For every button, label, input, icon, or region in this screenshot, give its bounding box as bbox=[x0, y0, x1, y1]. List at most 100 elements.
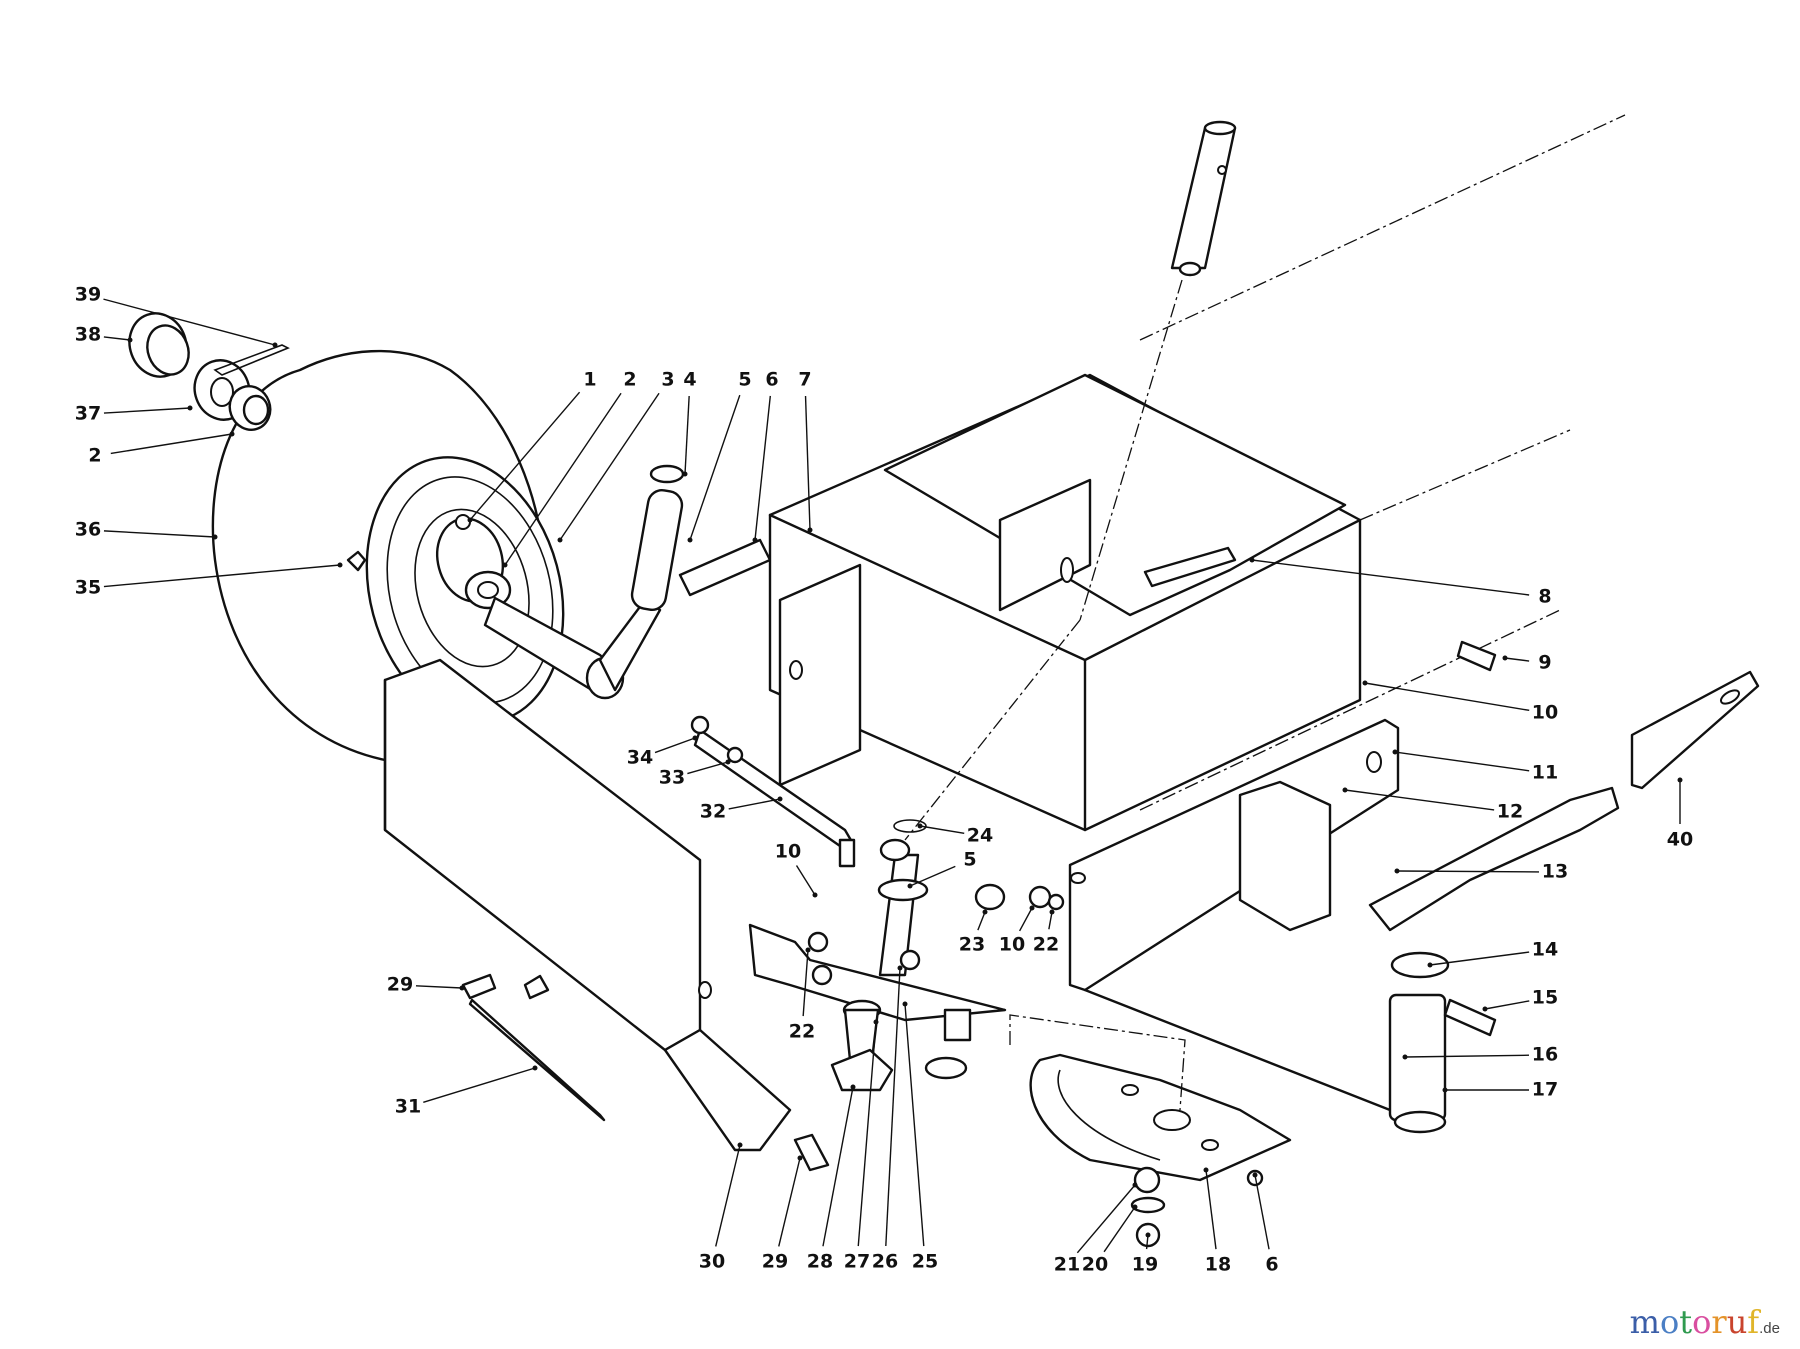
leader-line bbox=[469, 391, 581, 521]
callout-22: 22 bbox=[789, 947, 815, 1043]
leader-dot bbox=[692, 735, 698, 741]
callout-label: 22 bbox=[789, 1021, 815, 1043]
leader-dot bbox=[1049, 909, 1055, 915]
leader-line bbox=[103, 407, 191, 414]
callout-label: 30 bbox=[699, 1251, 725, 1273]
cotter-pin-39 bbox=[213, 344, 290, 376]
bushing-23 bbox=[974, 883, 1006, 911]
watermark-letter: t bbox=[1679, 1303, 1693, 1341]
steering-tube bbox=[904, 120, 1237, 841]
callout-33: 33 bbox=[659, 759, 731, 789]
callout-label: 25 bbox=[912, 1251, 938, 1273]
watermark-suffix: .de bbox=[1759, 1320, 1780, 1337]
callout-label: 2 bbox=[623, 369, 636, 391]
leader-line bbox=[1364, 682, 1530, 712]
leader-dot bbox=[337, 562, 343, 568]
callout-35: 35 bbox=[75, 562, 343, 599]
callout-label: 5 bbox=[738, 369, 751, 391]
leader-line bbox=[909, 865, 956, 887]
leader-line bbox=[1504, 657, 1530, 662]
hub-cap-38 bbox=[128, 312, 190, 378]
front-axle-frame-11 bbox=[1068, 718, 1422, 1112]
callout-4: 4 bbox=[682, 369, 697, 477]
callout-label: 10 bbox=[1532, 702, 1558, 724]
leader-dot bbox=[1392, 749, 1398, 755]
callout-label: 23 bbox=[959, 934, 985, 956]
spindle-axle bbox=[483, 464, 772, 700]
leader-dot bbox=[459, 985, 465, 991]
tie-rod-32 bbox=[690, 715, 856, 868]
callout-3: 3 bbox=[557, 369, 675, 543]
leader-dot bbox=[1132, 1182, 1138, 1188]
callout-label: 37 bbox=[75, 403, 101, 425]
bolt-29c bbox=[793, 1133, 830, 1172]
leader-line bbox=[687, 761, 729, 775]
callout-label: 26 bbox=[872, 1251, 898, 1273]
leader-line bbox=[1404, 1054, 1530, 1058]
leader-line bbox=[728, 798, 781, 810]
watermark-logo: motoruf.de bbox=[1630, 1303, 1780, 1341]
callout-label: 1 bbox=[583, 369, 596, 391]
leader-line bbox=[715, 1144, 741, 1247]
callout-label: 6 bbox=[1265, 1254, 1278, 1276]
leader-line bbox=[415, 985, 463, 989]
callout-7: 7 bbox=[798, 369, 813, 533]
callout-label: 17 bbox=[1532, 1079, 1558, 1101]
callout-label: 4 bbox=[683, 369, 696, 391]
leader-dot bbox=[1249, 557, 1255, 563]
callout-16: 16 bbox=[1402, 1044, 1558, 1066]
leader-dot bbox=[917, 823, 923, 829]
leader-line bbox=[804, 395, 811, 531]
callout-24: 24 bbox=[917, 823, 993, 847]
leader-dot bbox=[687, 537, 693, 543]
bearing-2 bbox=[228, 385, 272, 431]
callout-label: 29 bbox=[387, 974, 413, 996]
callout-5: 5 bbox=[907, 849, 977, 889]
leader-dot bbox=[212, 534, 218, 540]
callout-17: 17 bbox=[1442, 1079, 1558, 1101]
callout-10: 10 bbox=[999, 905, 1035, 956]
leader-line bbox=[1254, 1174, 1270, 1250]
leader-dot bbox=[1502, 655, 1508, 661]
callout-label: 22 bbox=[1033, 934, 1059, 956]
callout-14: 14 bbox=[1427, 939, 1558, 968]
leader-dot bbox=[805, 947, 811, 953]
leader-line bbox=[1251, 559, 1530, 596]
spacer-31 bbox=[468, 998, 606, 1122]
leader-line bbox=[1396, 870, 1540, 873]
leader-line bbox=[504, 392, 622, 566]
leader-dot bbox=[187, 405, 193, 411]
callout-40: 40 bbox=[1667, 777, 1693, 851]
callout-26: 26 bbox=[872, 965, 903, 1273]
callout-label: 9 bbox=[1538, 652, 1551, 674]
callout-label: 35 bbox=[75, 577, 101, 599]
callout-5: 5 bbox=[687, 369, 752, 543]
callout-32: 32 bbox=[700, 796, 783, 823]
leader-dot bbox=[229, 431, 235, 437]
leader-dot bbox=[272, 342, 278, 348]
callout-10: 10 bbox=[775, 841, 818, 898]
callout-label: 14 bbox=[1532, 939, 1558, 961]
leader-dot bbox=[812, 892, 818, 898]
tire bbox=[211, 349, 565, 763]
leader-line bbox=[103, 298, 276, 346]
callout-label: 10 bbox=[775, 841, 801, 863]
leader-dot bbox=[907, 883, 913, 889]
callout-label: 2 bbox=[88, 445, 101, 467]
callout-38: 38 bbox=[75, 324, 133, 346]
leader-line bbox=[1103, 1206, 1136, 1253]
leader-dot bbox=[752, 537, 758, 543]
leader-dot bbox=[1482, 1006, 1488, 1012]
leader-line bbox=[857, 1021, 877, 1247]
bolt-29 bbox=[461, 973, 497, 1000]
watermark-letter: r bbox=[1711, 1303, 1727, 1341]
leader-line bbox=[684, 395, 690, 475]
callout-36: 36 bbox=[75, 519, 218, 541]
callout-1: 1 bbox=[467, 369, 597, 523]
callout-label: 32 bbox=[700, 801, 726, 823]
leader-line bbox=[919, 825, 965, 835]
callout-label: 15 bbox=[1532, 987, 1558, 1009]
leader-line bbox=[1205, 1169, 1217, 1250]
leader-line bbox=[795, 865, 816, 896]
